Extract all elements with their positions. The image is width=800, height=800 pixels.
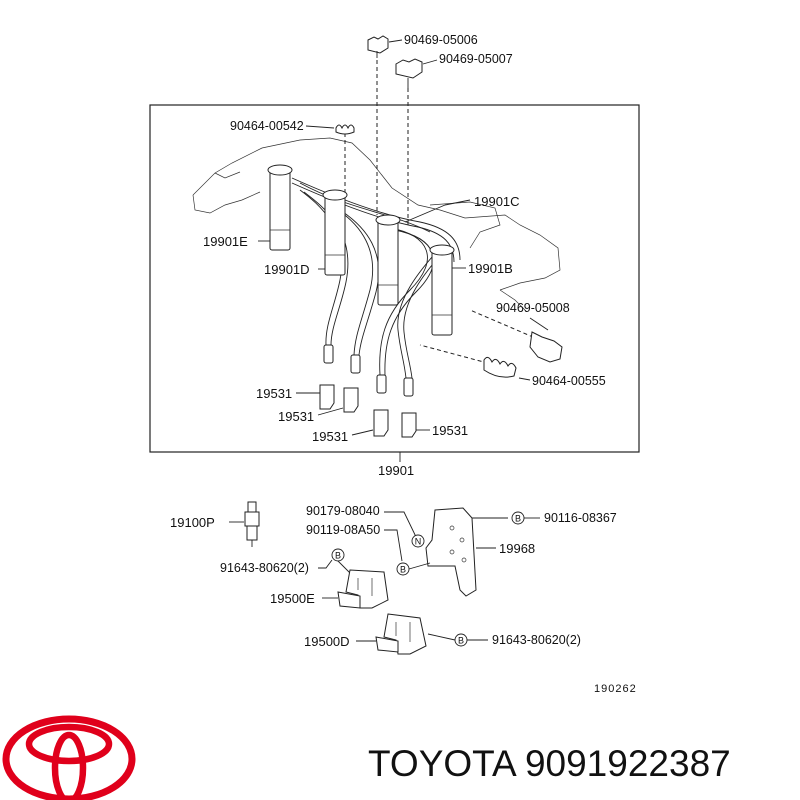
boot-19531-d	[401, 412, 430, 438]
label-19901E: 19901E	[203, 234, 248, 249]
clamp-90464-00555	[483, 356, 531, 381]
label-91643-80620-top: 91643-80620(2)	[220, 561, 309, 575]
label-19531-a: 19531	[256, 386, 292, 401]
label-19901D: 19901D	[264, 262, 310, 277]
boot-19531-c	[351, 409, 389, 437]
label-19968: 19968	[499, 541, 535, 556]
boot-19531-b	[317, 387, 359, 416]
cord-leaders	[258, 199, 471, 270]
b-mark-text-4: B	[458, 636, 464, 646]
spark-plug	[229, 501, 260, 547]
b-mark-text-3: B	[335, 551, 341, 561]
head-boot-3	[375, 214, 401, 306]
clamp-90469-05008	[529, 317, 563, 363]
b-mark-text-1: B	[400, 565, 406, 575]
label-19531-c: 19531	[312, 429, 348, 444]
label-91643-80620-bottom: 91643-80620(2)	[492, 633, 581, 647]
label-90464-00542: 90464-00542	[230, 119, 304, 133]
diagram-frame	[149, 104, 640, 453]
label-90464-00555: 90464-00555	[532, 374, 606, 388]
label-19500D: 19500D	[304, 634, 350, 649]
head-boot-4	[429, 244, 455, 336]
label-90116-08367: 90116-08367	[544, 511, 617, 525]
label-19901: 19901	[378, 463, 414, 478]
cord-terminals	[323, 344, 414, 397]
label-19901B: 19901B	[468, 261, 513, 276]
head-boot-1	[267, 164, 293, 251]
boot-19531-a	[296, 384, 335, 410]
clamp-90469-05006	[367, 35, 403, 58]
clamp-90464-00542	[305, 124, 355, 135]
label-19100P: 19100P	[170, 515, 215, 530]
bracket-19968	[384, 507, 508, 597]
brand-part-number: TOYOTA 9091922387	[368, 743, 731, 784]
label-19901C: 19901C	[474, 194, 520, 209]
label-90179-08040: 90179-08040	[306, 504, 380, 518]
head-boot-2	[322, 189, 348, 276]
ignition-coil-19500D	[356, 613, 427, 655]
engine-head-outline	[192, 137, 561, 311]
dashed-leaders	[344, 60, 541, 366]
toyota-logo	[2, 715, 136, 800]
ignition-cords	[291, 177, 461, 379]
figure-code: 190262	[594, 683, 637, 695]
label-90469-05007: 90469-05007	[439, 52, 513, 66]
b-mark-text-2: B	[515, 514, 521, 524]
label-19531-d: 19531	[432, 423, 468, 438]
label-90469-05006: 90469-05006	[404, 33, 478, 47]
label-19531-b: 19531	[278, 409, 314, 424]
label-90119-08A50: 90119-08A50	[306, 523, 380, 537]
label-19500E: 19500E	[270, 591, 315, 606]
n-mark-circle	[411, 534, 425, 548]
clamp-90469-05007	[395, 58, 438, 88]
ignition-coil-19500E	[322, 569, 389, 609]
label-90469-05008: 90469-05008	[496, 301, 570, 315]
n-mark-text: N	[415, 537, 422, 547]
